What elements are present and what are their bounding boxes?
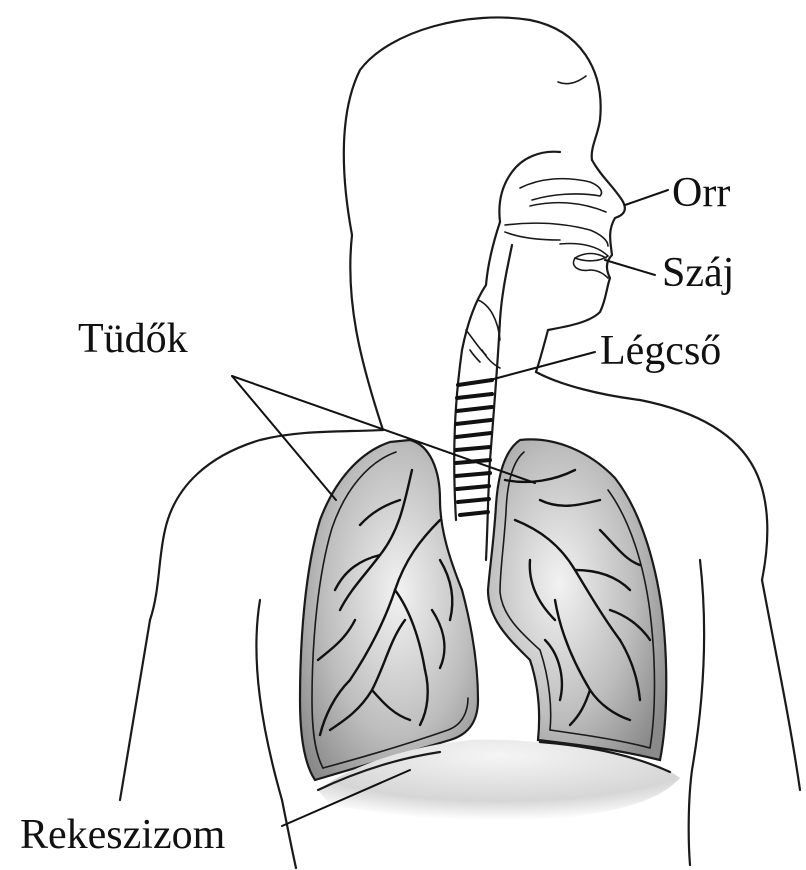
label-lungs: Tüdők [78,318,188,360]
label-mouth: Száj [662,252,734,294]
right-lung [488,439,666,760]
label-nose: Orr [672,172,730,214]
leader-nose [625,190,668,205]
left-lung [300,440,478,780]
nasal-cavity [499,152,608,246]
label-diaphragm: Rekeszizom [20,814,225,856]
label-trachea: Légcső [600,330,721,372]
oral-cavity [560,244,608,279]
leader-mouth [605,260,655,275]
trachea-rings [456,380,492,515]
body-outline [120,17,800,868]
